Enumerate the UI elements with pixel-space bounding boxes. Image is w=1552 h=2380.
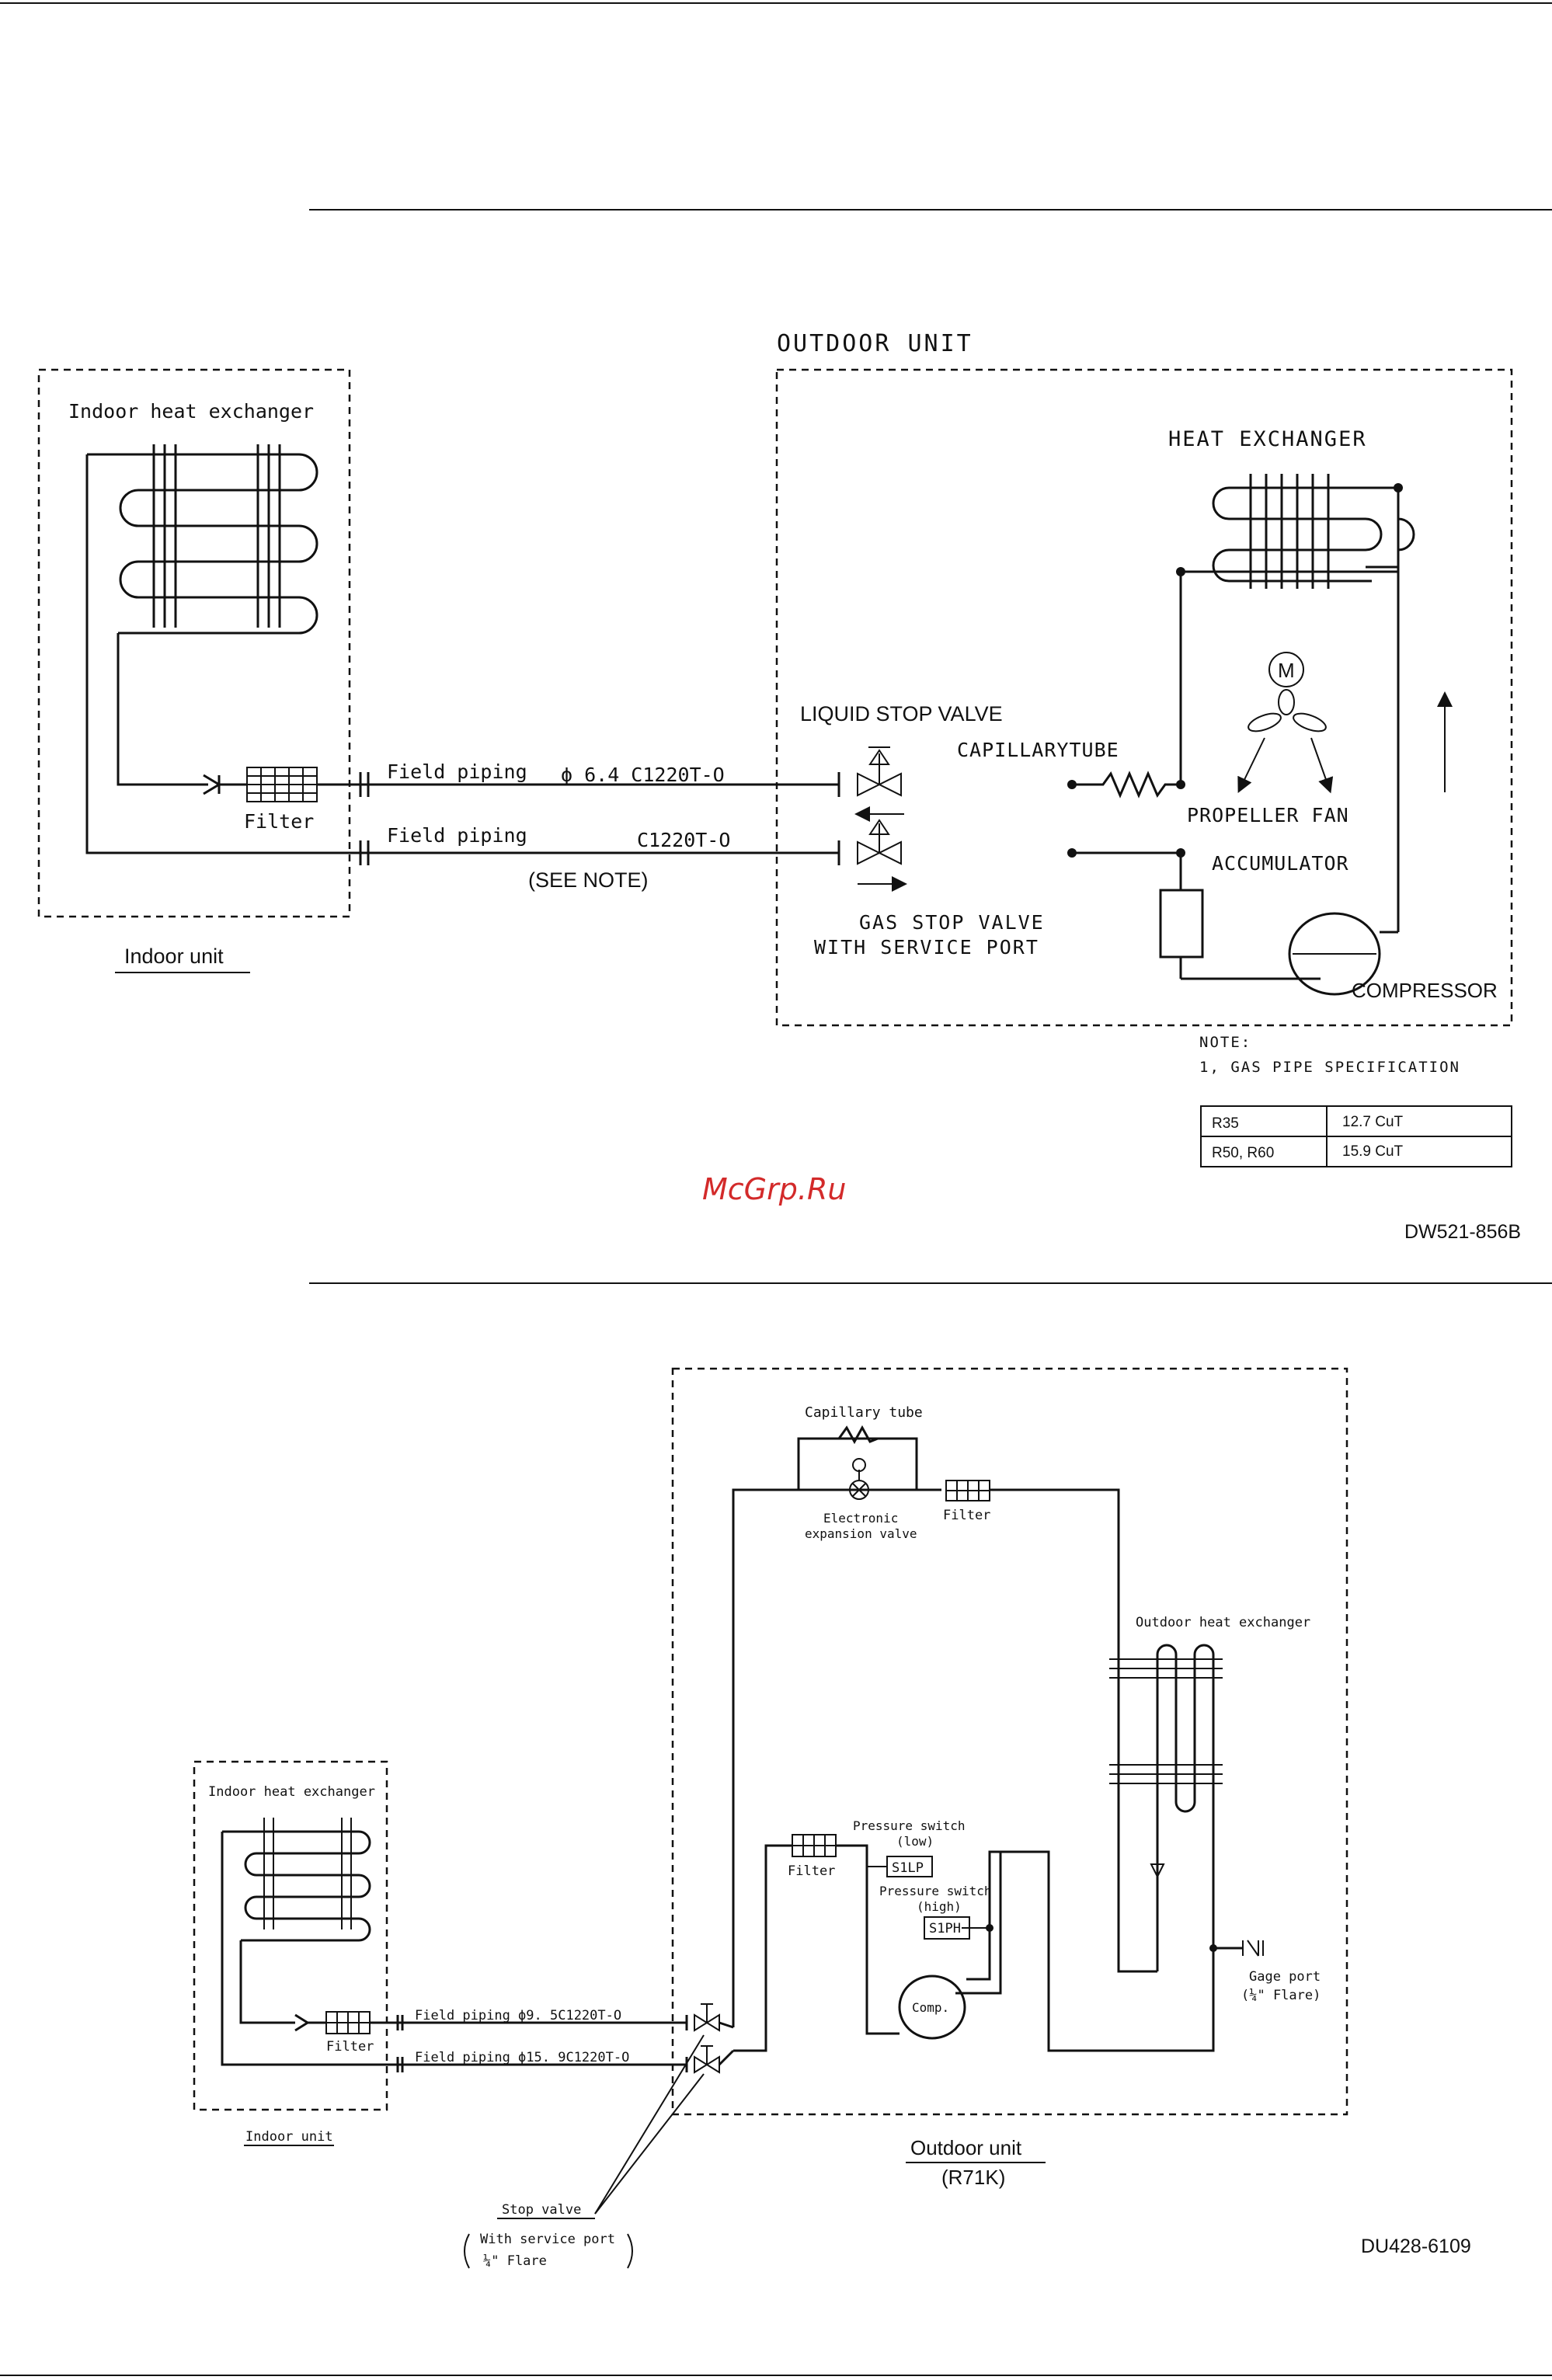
pressure-high-label-1: Pressure switch <box>879 1884 992 1898</box>
indoor-filter-label-2: Filter <box>326 2039 374 2055</box>
indoor-filter-icon-2 <box>325 2011 371 2034</box>
flare-joints <box>359 772 840 865</box>
comp-label: Comp. <box>912 2000 949 2015</box>
check-valve-icon <box>1150 1863 1165 1879</box>
capillary-tube-coil-2 <box>837 1425 879 1445</box>
field-piping-label-2b: Field piping ϕ15. 9C1220T-O <box>415 2050 629 2065</box>
indoor-unit-box-2 <box>193 1760 388 2111</box>
note-text: 1, GAS PIPE SPECIFICATION <box>1199 1059 1460 1076</box>
electronic-exp-label-1: Electronic <box>823 1511 898 1526</box>
field-piping-label-2a: Field piping ϕ9. 5C1220T-O <box>415 2008 621 2023</box>
s1ph-label: S1PH <box>929 1921 961 1936</box>
capillary-tube-coil <box>1072 771 1181 799</box>
outdoor-unit-box-2 <box>671 1367 1348 2116</box>
filter-top-icon <box>945 1480 990 1501</box>
propeller-fan-label: PROPELLER FAN <box>1187 804 1349 826</box>
gas-stop-valve-label-2: WITH SERVICE PORT <box>814 936 1039 959</box>
capillary-tube-label: CAPILLARYTUBE <box>957 739 1119 761</box>
indoor-hx-label-2: Indoor heat exchanger <box>208 1784 375 1800</box>
capillary-tube-label-2: Capillary tube <box>805 1404 923 1421</box>
indoor-unit-label: Indoor unit <box>124 945 224 968</box>
field-piping-1-spec: ϕ 6.4 C1220T-O <box>561 764 725 786</box>
indoor-heat-exchanger-coil <box>85 444 342 854</box>
stop-valve-icon-2 <box>694 2045 735 2074</box>
propeller-fan-icon <box>1237 689 1334 794</box>
heat-exchanger-label: HEAT EXCHANGER <box>1168 427 1367 451</box>
gas-stop-valve-label-1: GAS STOP VALVE <box>859 911 1045 934</box>
compressor-icon-2 <box>898 1975 966 2040</box>
accumulator-icon <box>1159 889 1204 959</box>
drawing-number-2: DU428-6109 <box>1361 2236 1471 2257</box>
watermark: McGrp.Ru <box>702 1172 846 1206</box>
model-label: (R71K) <box>941 2166 1005 2189</box>
pressure-high-label-2: (high) <box>917 1899 962 1914</box>
gage-port-label-2: (¼" Flare) <box>1241 1988 1321 2003</box>
outdoor-unit-label-2: Outdoor unit <box>910 2136 1022 2159</box>
electronic-exp-label-2: expansion valve <box>805 1526 917 1541</box>
fan-motor-icon <box>1268 652 1304 687</box>
service-port-label-1: With service port <box>480 2232 615 2247</box>
gas-pipe-spec-table: R35 12.7 CuT R50, R60 15.9 CuT <box>1200 1105 1512 1167</box>
outdoor-unit-box <box>775 368 1513 1027</box>
spec-row-1-value: 12.7 CuT <box>1342 1114 1404 1130</box>
outdoor-unit-title: OUTDOOR UNIT <box>777 330 973 357</box>
indoor-heat-exchanger-coil-2 <box>221 1818 387 2066</box>
accumulator-label: ACCUMULATOR <box>1212 852 1349 875</box>
note-title: NOTE: <box>1199 1034 1251 1051</box>
gage-port-icon <box>1242 1940 1264 1957</box>
drawing-number-1: DW521-856B <box>1404 1221 1521 1243</box>
indoor-filter-icon <box>246 767 318 802</box>
pressure-low-label-2: (low) <box>896 1834 934 1849</box>
gage-port-label-1: Gage port <box>1249 1969 1321 1985</box>
s1lp-box <box>886 1856 933 1877</box>
field-piping-2: Field piping <box>387 824 527 847</box>
pressure-low-label-1: Pressure switch <box>853 1818 966 1833</box>
spec-row-2-model: R50, R60 <box>1212 1145 1274 1161</box>
filter-mid-icon <box>792 1834 837 1857</box>
liquid-stop-valve-icon <box>854 746 904 822</box>
compressor-label: COMPRESSOR <box>1352 979 1498 1002</box>
stop-valve-icon-1 <box>694 2003 734 2032</box>
gas-stop-valve-icon <box>857 819 907 892</box>
compressor-icon <box>1288 912 1381 996</box>
diagram-1: Indoor heat exchanger Filter <box>37 330 1521 1243</box>
field-piping-2-spec: C1220T-O <box>637 829 730 851</box>
diagram-2: Capillary tube Electronic expansion valv… <box>193 1367 1471 2269</box>
indoor-unit-label-2: Indoor unit <box>245 2129 333 2145</box>
spec-row-2-value: 15.9 CuT <box>1342 1143 1404 1160</box>
motor-symbol: M <box>1278 659 1295 682</box>
electronic-expansion-valve-icon <box>849 1458 869 1500</box>
stop-valve-label: Stop valve <box>502 2202 581 2218</box>
indoor-hx-label: Indoor heat exchanger <box>68 400 314 423</box>
liquid-stop-valve-label: LIQUID STOP VALVE <box>800 702 1003 725</box>
filter-mid-label: Filter <box>788 1863 835 1879</box>
s1ph-box <box>924 1916 970 1940</box>
service-port-label-2: ¼" Flare <box>483 2253 547 2269</box>
outdoor-hx-label-2: Outdoor heat exchanger <box>1136 1615 1310 1630</box>
spec-row-1-model: R35 <box>1212 1115 1239 1132</box>
outdoor-heat-exchanger-coil-2 <box>1109 1644 1223 1971</box>
indoor-unit-box <box>37 368 351 918</box>
field-piping-1: Field piping <box>387 760 527 783</box>
filter-top-label: Filter <box>943 1508 990 1523</box>
s1lp-label: S1LP <box>892 1860 924 1876</box>
see-note: (SEE NOTE) <box>528 868 649 892</box>
indoor-filter-label: Filter <box>244 810 314 833</box>
